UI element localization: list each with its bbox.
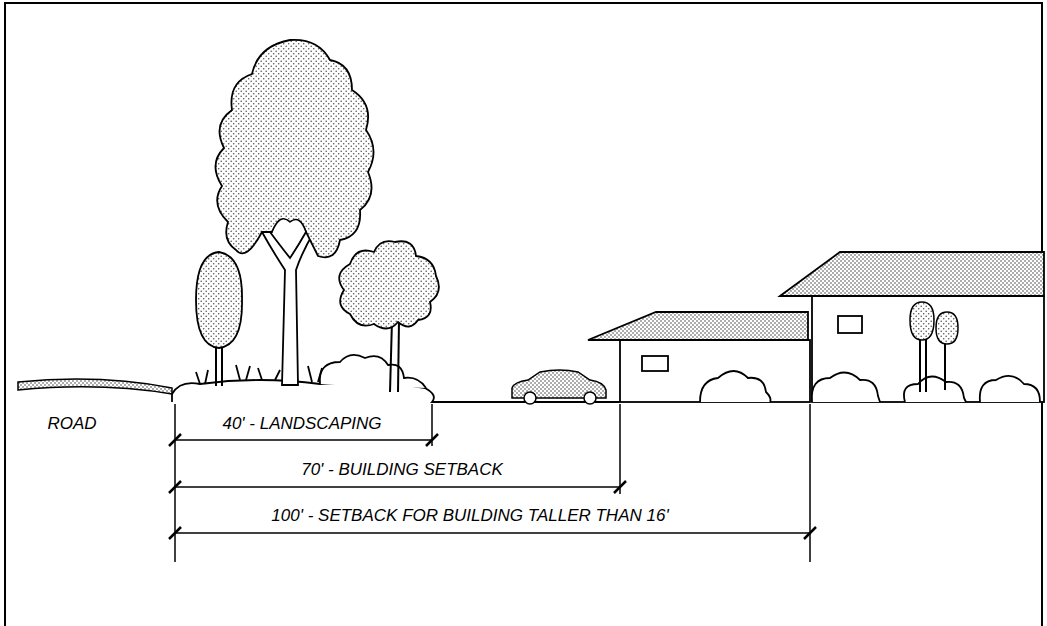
dimension-lines [169,404,816,562]
road-label: ROAD [44,414,99,434]
dimension-label: 70' - BUILDING SETBACK [298,460,506,480]
dimension-label: 100' - SETBACK FOR BUILDING TALLER THAN … [268,506,671,526]
large-tree [215,40,373,385]
shrub-tree [339,241,439,392]
low-house [588,312,810,402]
road [18,379,172,394]
small-tree [196,252,242,386]
car [512,370,606,404]
tall-house [780,252,1044,402]
dimension-label: 40' - LANDSCAPING [219,414,384,434]
landscape-mound [172,355,620,402]
